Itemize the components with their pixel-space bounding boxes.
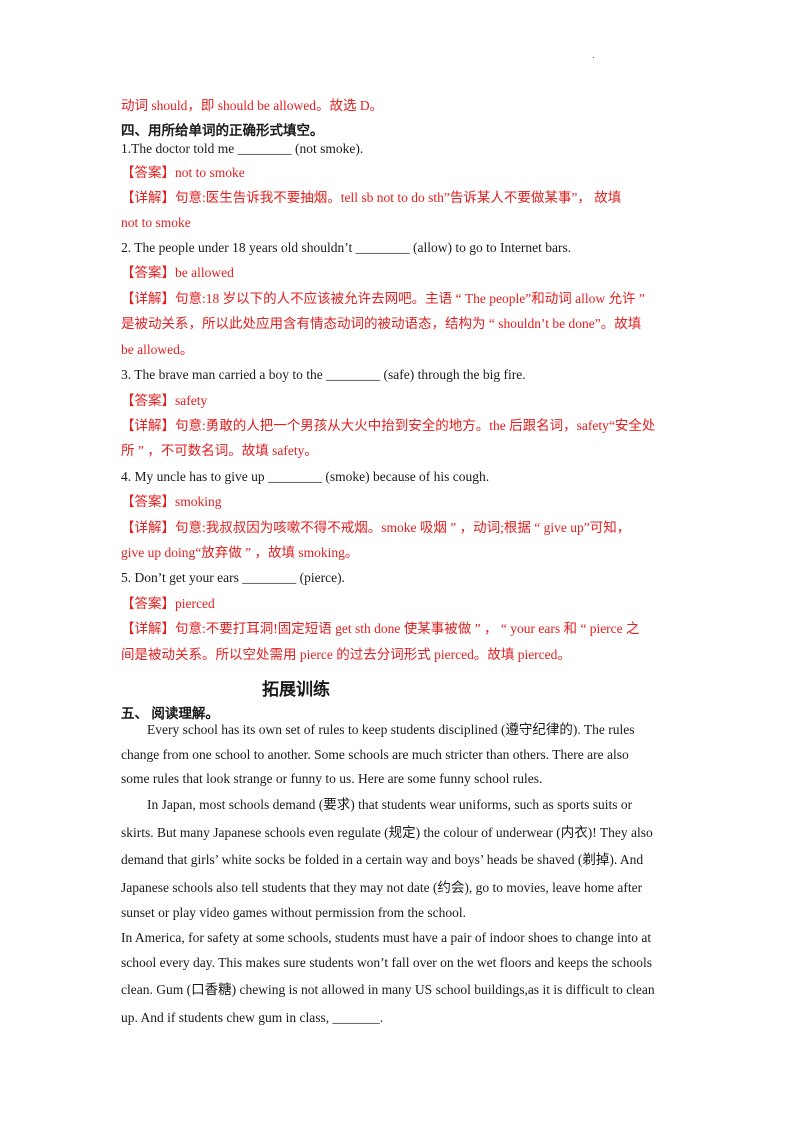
answer-1: 【答案】not to smoke bbox=[121, 165, 245, 180]
paragraph-1-line: some rules that look strange or funny to… bbox=[121, 771, 543, 786]
question-3: 3. The brave man carried a boy to the __… bbox=[121, 367, 526, 382]
paragraph-2-line: sunset or play video games without permi… bbox=[121, 905, 466, 920]
detail-5-cont: 间是被动关系。所以空处需用 pierce 的过去分词形式 pierced。故填 … bbox=[121, 647, 571, 662]
question-2: 2. The people under 18 years old shouldn… bbox=[121, 240, 572, 255]
detail-3-cont: 所 ” ，不可数名词。故填 safety。 bbox=[121, 443, 318, 458]
answer-3: 【答案】safety bbox=[121, 393, 208, 408]
paragraph-2-line: In Japan, most schools demand (要求) that … bbox=[147, 797, 633, 812]
explanation-line: 动词 should，即 should be allowed。故选 D。 bbox=[121, 98, 384, 113]
detail-2-cont: 是被动关系，所以此处应用含有情态动词的被动语态，结构为 “ shouldn’t … bbox=[121, 316, 642, 331]
paragraph-2-line: Japanese schools also tell students that… bbox=[121, 880, 643, 895]
detail-1-cont: not to smoke bbox=[121, 215, 191, 230]
detail-2-end: be allowed。 bbox=[121, 342, 194, 357]
answer-5: 【答案】pierced bbox=[121, 596, 215, 611]
paragraph-3-line: school every day. This makes sure studen… bbox=[121, 955, 653, 970]
detail-3: 【详解】句意:勇敢的人把一个男孩从大火中抬到安全的地方。the 后跟名词，saf… bbox=[121, 418, 656, 433]
paragraph-2-line: skirts. But many Japanese schools even r… bbox=[121, 825, 653, 840]
section-5-title: 五、 阅读理解。 bbox=[121, 706, 219, 721]
question-1: 1.The doctor told me ________ (not smoke… bbox=[121, 141, 364, 156]
detail-5: 【详解】句意:不要打耳洞!固定短语 get sth done 使某事被做 ” ，… bbox=[121, 621, 640, 636]
answer-4: 【答案】smoking bbox=[121, 494, 222, 509]
answer-2: 【答案】be allowed bbox=[121, 265, 234, 280]
section-4-title: 四、用所给单词的正确形式填空。 bbox=[121, 123, 324, 138]
paragraph-1-line: change from one school to another. Some … bbox=[121, 747, 629, 762]
question-5: 5. Don’t get your ears ________ (pierce)… bbox=[121, 570, 345, 585]
paragraph-2-line: demand that girls’ white socks be folded… bbox=[121, 852, 644, 867]
detail-4: 【详解】句意:我叔叔因为咳嗽不得不戒烟。smoke 吸烟 ” ，动词;根据 “ … bbox=[121, 520, 631, 535]
detail-4-cont: give up doing“放弃做 ” ，故填 smoking。 bbox=[121, 545, 359, 560]
paragraph-3-line: In America, for safety at some schools, … bbox=[121, 930, 652, 945]
paragraph-1-line: Every school has its own set of rules to… bbox=[147, 722, 635, 737]
paragraph-3-line: clean. Gum (口香糖) chewing is not allowed … bbox=[121, 982, 655, 997]
detail-2: 【详解】句意:18 岁以下的人不应该被允许去网吧。主语 “ The people… bbox=[121, 291, 645, 306]
question-4: 4. My uncle has to give up ________ (smo… bbox=[121, 469, 490, 484]
page-mark: . bbox=[592, 50, 595, 61]
detail-1: 【详解】句意:医生告诉我不要抽烟。tell sb not to do sth”告… bbox=[121, 190, 622, 205]
extension-heading: 拓展训练 bbox=[262, 680, 330, 700]
paragraph-3-line: up. And if students chew gum in class, _… bbox=[121, 1010, 384, 1025]
